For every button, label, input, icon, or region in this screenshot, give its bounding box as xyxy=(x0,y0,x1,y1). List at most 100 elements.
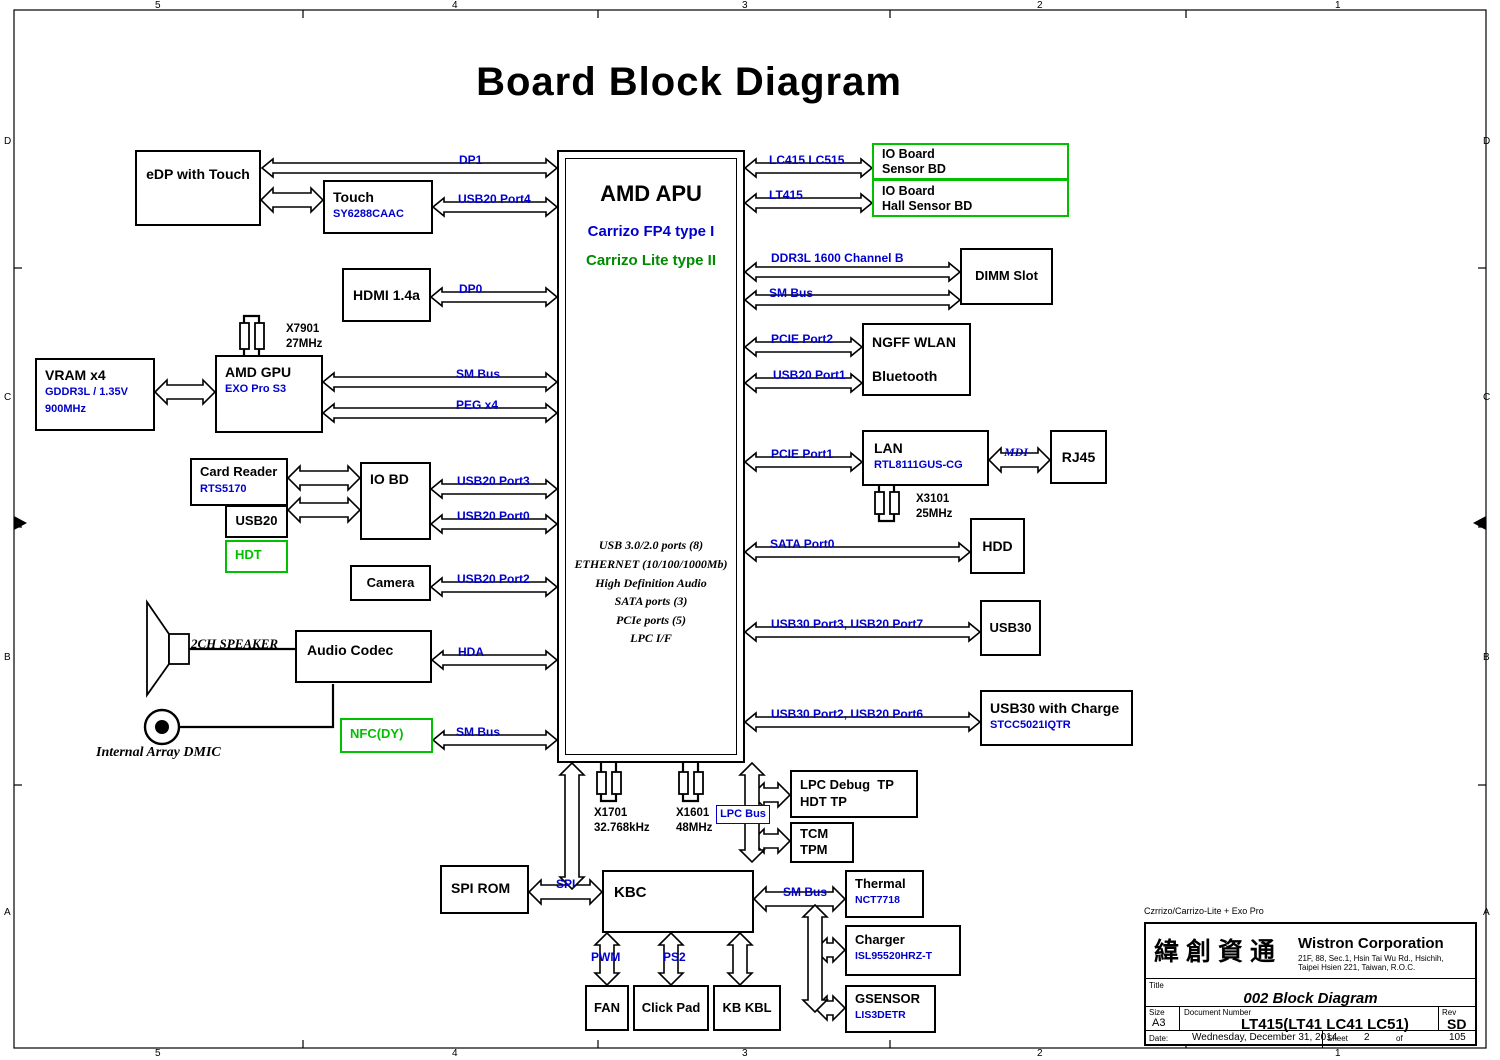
tcm-line2: TPM xyxy=(800,842,828,858)
x7901-freq: 27MHz xyxy=(286,337,323,350)
bus-label-usb20-port3: USB20 Port3 xyxy=(457,474,530,488)
block-kbc: KBC xyxy=(602,870,754,933)
titleblock-note: Czrrizo/Carrizo-Lite + Exo Pro xyxy=(1144,906,1264,916)
iohall-line2: Hall Sensor BD xyxy=(882,199,973,213)
bus-label-usb20-port2: USB20 Port2 xyxy=(457,572,530,586)
kbc-title: KBC xyxy=(614,884,647,901)
frame-col-label: 4 xyxy=(452,1048,458,1059)
block-usb20: USB20 xyxy=(225,505,288,538)
apu-feature: SATA ports (3) xyxy=(614,594,688,609)
bus-label-usb20-port1: USB20 Port1 xyxy=(773,368,846,382)
titleblock-divider xyxy=(1146,1030,1475,1031)
frame-ticks xyxy=(14,10,1486,1048)
bus-label-ddr3l: DDR3L 1600 Channel B xyxy=(771,251,904,265)
lpcdebug-line1: LPC Debug TP xyxy=(800,777,894,792)
frame-col-label: 2 xyxy=(1037,1048,1043,1059)
title-label: Title xyxy=(1149,981,1164,990)
x7901-name: X7901 xyxy=(286,323,320,335)
bus-label-sm-bus-dimm: SM Bus xyxy=(769,286,814,300)
block-click-pad: Click Pad xyxy=(633,985,709,1031)
speaker-icon xyxy=(146,599,190,698)
sheet-value: 2 xyxy=(1364,1032,1370,1043)
right-edge-arrow-icon xyxy=(1473,516,1486,530)
bus-label-usb20-port0: USB20 Port0 xyxy=(457,509,530,523)
crystal-x1701-label: X1701 32.768kHz xyxy=(594,806,650,836)
bus-label-sata-port0: SATA Port0 xyxy=(770,537,835,551)
speaker-label: 2CH SPEAKER xyxy=(191,636,279,651)
block-gsensor: GSENSOR LIS3DETR xyxy=(845,985,936,1033)
bus-label-ps2: PS2 xyxy=(663,950,686,964)
doc-title: 002 Block Diagram xyxy=(1243,990,1378,1007)
apu-type2: Carrizo Lite type II xyxy=(585,252,717,269)
page-title: Board Block Diagram xyxy=(476,60,902,104)
iosensor-line2: Sensor BD xyxy=(882,162,946,176)
frame-row-label: C xyxy=(1483,392,1491,403)
gpu-part: EXO Pro S3 xyxy=(225,383,287,396)
dmic-label: Internal Array DMIC xyxy=(96,745,221,760)
titleblock: 緯創資通 Wistron Corporation 21F, 88, Sec.1,… xyxy=(1144,922,1477,1048)
usb30charge-title: USB30 with Charge xyxy=(990,700,1120,716)
block-ngff-wlan: NGFF WLAN Bluetooth xyxy=(862,323,971,396)
apu-feature: High Definition Audio xyxy=(595,575,707,590)
nfc-title: NFC(DY) xyxy=(350,726,404,741)
frame-row-label: A xyxy=(1483,907,1490,918)
touch-part: SY6288CAAC xyxy=(333,208,404,221)
clickpad-title: Click Pad xyxy=(641,999,701,1015)
bus-arrows xyxy=(153,157,1052,1022)
block-edp-with-touch: eDP with Touch xyxy=(135,150,261,226)
tcm-line1: TCM xyxy=(800,826,829,841)
block-card-reader: Card Reader RTS5170 xyxy=(190,458,288,506)
crystal-x3101-icon xyxy=(874,485,900,523)
charger-title: Charger xyxy=(855,932,905,947)
frame-col-label: 3 xyxy=(742,0,748,11)
crystal-x1601-label: X1601 48MHz xyxy=(676,806,712,836)
apu-title: AMD APU xyxy=(600,181,702,206)
apu-feature: ETHERNET (10/100/1000Mb) xyxy=(574,557,728,572)
cardreader-title: Card Reader xyxy=(200,464,278,479)
vram-title: VRAM x4 xyxy=(45,367,106,383)
spirom-title: SPI ROM xyxy=(451,880,511,896)
block-tcm-tpm: TCM TPM xyxy=(790,822,854,863)
company-name: Wistron Corporation xyxy=(1298,935,1444,952)
bus-label-lt415: LT415 xyxy=(769,188,803,202)
apu-type1: Carrizo FP4 type I xyxy=(587,223,715,240)
bus-label-hda: HDA xyxy=(458,645,484,659)
frame-row-label: A xyxy=(4,907,11,918)
frame-row-label: D xyxy=(4,136,12,147)
gsensor-title: GSENSOR xyxy=(855,991,921,1006)
frame-row-label: C xyxy=(4,392,12,403)
usb20-title: USB20 xyxy=(235,513,278,529)
block-touch: Touch SY6288CAAC xyxy=(323,180,433,234)
x1701-freq: 32.768kHz xyxy=(594,821,650,834)
docnum-label: Document Number xyxy=(1184,1008,1252,1017)
vram-sub1: GDDR3L / 1.35V xyxy=(45,386,128,399)
size-label: Size xyxy=(1149,1008,1165,1017)
block-camera: Camera xyxy=(350,565,431,601)
rj45-title: RJ45 xyxy=(1061,448,1096,465)
usb30-title: USB30 xyxy=(989,619,1032,635)
titleblock-divider xyxy=(1146,1006,1475,1007)
bus-label-pcie-port2: PCIE Port2 xyxy=(771,332,834,346)
block-io-board-sensor: IO Board Sensor BD xyxy=(872,143,1069,180)
kbkbl-title: KB KBL xyxy=(722,999,772,1015)
thermal-title: Thermal xyxy=(855,876,906,891)
x3101-name: X3101 xyxy=(916,493,950,505)
lpcdebug-line2: HDT TP xyxy=(800,793,847,809)
titleblock-divider xyxy=(1146,978,1475,979)
bus-label-lc415: LC415 LC515 xyxy=(769,153,845,167)
gsensor-part: LIS3DETR xyxy=(855,1008,906,1021)
touch-title: Touch xyxy=(333,189,374,205)
block-thermal: Thermal NCT7718 xyxy=(845,870,924,918)
crystal-x1601-icon xyxy=(678,763,704,803)
dimm-title: DIMM Slot xyxy=(975,268,1038,284)
frame-row-label: D xyxy=(1483,136,1491,147)
gpu-title: AMD GPU xyxy=(225,364,292,380)
x1701-name: X1701 xyxy=(594,807,628,819)
block-hdd: HDD xyxy=(970,518,1025,574)
hdt-title: HDT xyxy=(235,547,262,562)
company-address1: 21F, 88, Sec.1, Hsin Tai Wu Rd., Hsichih… xyxy=(1298,954,1444,963)
frame-col-label: 5 xyxy=(155,1048,161,1059)
frame-col-label: 5 xyxy=(155,0,161,11)
edp-title: eDP with Touch xyxy=(146,166,250,182)
hdd-title: HDD xyxy=(982,537,1013,554)
